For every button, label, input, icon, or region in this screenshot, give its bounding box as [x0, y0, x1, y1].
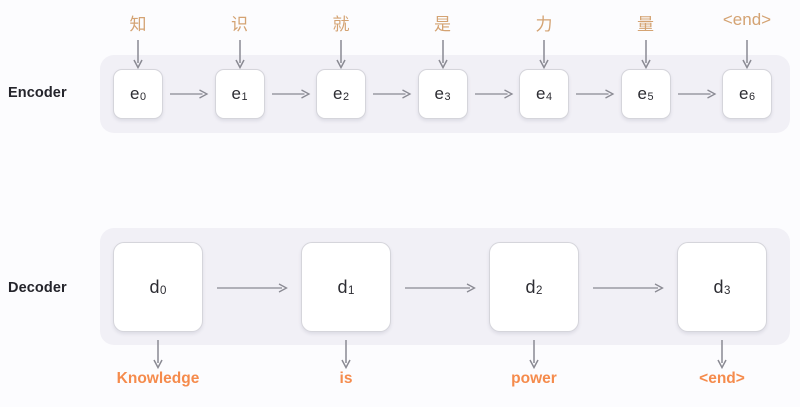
- encoder-input-token-1: 识: [231, 15, 248, 34]
- decoder-output-token-2: power: [511, 370, 557, 387]
- encoder-input-token-3: 是: [434, 15, 451, 34]
- cell-base: d: [525, 276, 536, 297]
- cell-subscript: 5: [647, 91, 654, 104]
- cell-subscript: 3: [444, 91, 451, 104]
- cell-base: d: [149, 276, 160, 297]
- cell-base: e: [231, 84, 241, 103]
- encoder-flow-arrow-1: [271, 89, 310, 99]
- cell-base: e: [434, 84, 444, 103]
- cell-subscript: 2: [342, 91, 350, 104]
- encoder-input-arrow-2: [336, 40, 346, 70]
- decoder-flow-arrow-1: [405, 283, 476, 293]
- encoder-flow-arrow-3: [474, 89, 513, 99]
- decoder-output-token-1: is: [339, 370, 353, 387]
- encoder-input-arrow-0: [133, 40, 143, 70]
- cell-subscript: 0: [139, 91, 147, 104]
- encoder-input-arrow-1: [234, 40, 245, 70]
- decoder-output-token-3: <end>: [699, 370, 745, 387]
- cell-base: e: [129, 84, 140, 103]
- cell-subscript: 4: [545, 91, 553, 104]
- cell-base: d: [713, 276, 724, 297]
- encoder-input-arrow-3: [437, 40, 448, 70]
- encoder-flow-arrow-2: [373, 89, 412, 99]
- encoder-flow-arrow-5: [677, 89, 716, 99]
- encoder-input-token-5: 量: [637, 15, 654, 34]
- cell-subscript: 3: [724, 284, 731, 297]
- decoder-output-arrow-1: [341, 340, 351, 370]
- encoder-input-arrow-4: [539, 40, 549, 70]
- decoder-output-arrow-3: [717, 340, 727, 370]
- cell-base: d: [337, 276, 348, 297]
- cell-subscript: 1: [348, 284, 355, 297]
- encoder-flow-arrow-0: [170, 89, 209, 99]
- cell-subscript: 1: [241, 91, 248, 104]
- cell-base: e: [738, 84, 749, 103]
- cell-subscript: 6: [748, 91, 756, 104]
- encoder-row-label: Encoder: [8, 85, 67, 101]
- cell-base: e: [535, 84, 546, 103]
- encoder-input-token-0: 知: [129, 15, 147, 34]
- decoder-output-arrow-0: [153, 340, 163, 370]
- decoder-output-token-0: Knowledge: [116, 370, 200, 387]
- decoder-band: [100, 228, 790, 345]
- decoder-flow-arrow-0: [217, 283, 288, 293]
- decoder-output-arrow-2: [529, 340, 539, 370]
- cell-subscript: 2: [536, 284, 543, 297]
- decoder-row-label: Decoder: [8, 280, 67, 296]
- encoder-input-arrow-6: [742, 40, 752, 70]
- encoder-input-token-4: 力: [535, 15, 553, 34]
- cell-base: e: [332, 84, 343, 103]
- decoder-flow-arrow-2: [593, 283, 664, 293]
- cell-subscript: 0: [160, 284, 167, 297]
- cell-base: e: [637, 84, 647, 103]
- encoder-input-token-6: <end>: [722, 10, 772, 29]
- encoder-input-token-2: 就: [332, 15, 350, 34]
- encoder-input-arrow-5: [640, 40, 651, 70]
- encoder-flow-arrow-4: [576, 89, 615, 99]
